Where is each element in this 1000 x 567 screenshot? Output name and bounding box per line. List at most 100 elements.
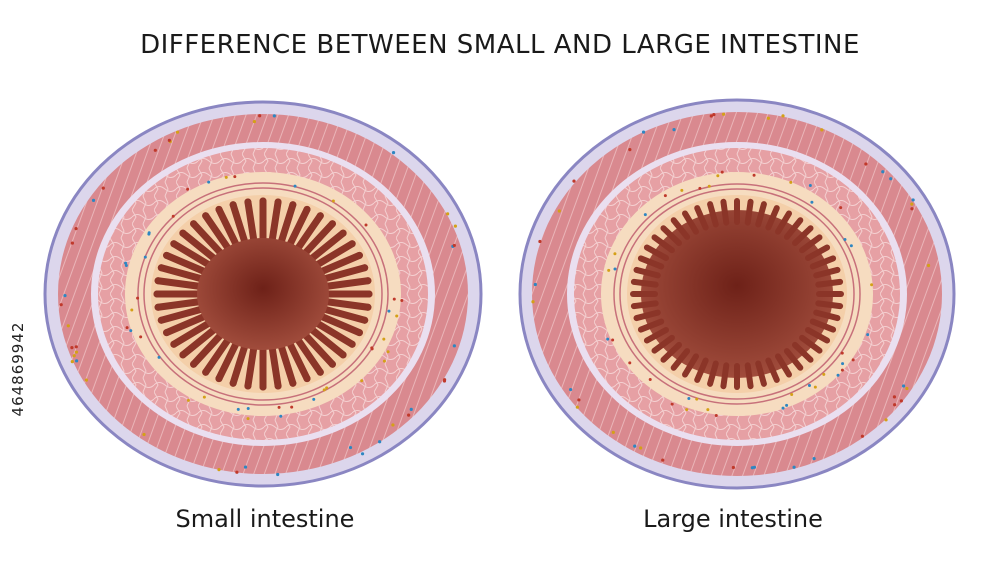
large-intestine-crypts [630, 198, 844, 390]
cell-dot [781, 114, 785, 118]
cell-dot [91, 198, 96, 202]
crypt [755, 360, 767, 387]
villus-tip [364, 303, 372, 311]
cell-dot [712, 113, 716, 117]
cell-dot [569, 387, 573, 392]
villus-tip [303, 205, 311, 213]
cell-dot [866, 333, 870, 337]
villus [276, 201, 297, 250]
cell-dot [312, 397, 316, 401]
villus-tip [202, 212, 210, 220]
cell-dot [840, 351, 844, 355]
cell-dot [246, 407, 250, 411]
cell-dot [348, 445, 353, 450]
cell-dot [905, 386, 909, 391]
cell-dot [277, 405, 281, 409]
cell-dot [721, 112, 726, 116]
mucosa-line-outer [137, 182, 389, 406]
cell-dot [147, 231, 151, 235]
stock-id-text: 464869942 [9, 321, 27, 417]
cell-dot [171, 214, 175, 218]
cell-dot [864, 162, 868, 166]
cell-dot [186, 398, 190, 402]
crypt [809, 318, 837, 333]
villus-tip [303, 375, 311, 383]
cell-dot [322, 388, 326, 392]
cell-dot [386, 350, 390, 354]
villus [163, 251, 212, 277]
crypt [651, 234, 675, 254]
cell-dot [613, 252, 617, 256]
villus [179, 229, 222, 265]
villus-tip [163, 329, 171, 337]
cell-dot [125, 326, 129, 330]
villus-tip [229, 201, 237, 209]
crypt [791, 341, 814, 363]
cell-dot [395, 314, 399, 318]
cell-dot [175, 130, 180, 134]
cell-dot [714, 414, 718, 418]
cell-dot [143, 255, 147, 259]
small-intestine-cross-section [43, 100, 483, 488]
large-intestine-label: Large intestine [643, 505, 823, 533]
crypt [775, 210, 792, 235]
cell-dot [785, 403, 789, 407]
cell-dot [843, 237, 847, 241]
villus [304, 229, 347, 265]
small-intestine-lumen [197, 238, 329, 350]
villus-tip [361, 264, 369, 272]
villus-tip [259, 197, 267, 205]
crypt [630, 278, 659, 288]
cell-dot [453, 224, 457, 228]
crypt [744, 362, 754, 390]
cell-dot [641, 130, 646, 134]
cell-dot [698, 186, 702, 190]
cell-dot [409, 407, 413, 411]
crypt [805, 327, 831, 344]
cell-dot [391, 151, 396, 155]
cell-dot [392, 297, 396, 301]
crypt [643, 327, 669, 344]
cell-dot [716, 174, 720, 178]
villus [309, 240, 356, 271]
cell-dot [217, 468, 221, 472]
cell-dot [276, 472, 280, 477]
crypt [630, 300, 659, 310]
cell-dot [807, 384, 811, 388]
villus [284, 335, 311, 383]
cell-dot [648, 378, 652, 382]
villus [314, 251, 363, 277]
cell-dot [813, 385, 817, 389]
crypt [694, 357, 709, 383]
cell-dot [670, 402, 674, 406]
cell-dot [766, 116, 770, 120]
cell-dot [136, 296, 140, 300]
cell-dot [893, 403, 897, 407]
cell-dot [331, 199, 335, 203]
cell-dot [752, 173, 756, 177]
cell-dot [442, 379, 447, 383]
cell-dot [607, 268, 611, 272]
cell-dot [258, 114, 262, 118]
cell-dot [661, 458, 665, 462]
villus-tip [179, 229, 187, 237]
villus [317, 264, 369, 284]
cell-dot [731, 465, 735, 470]
cell-dot [881, 170, 885, 174]
cell-dot [926, 263, 931, 268]
cell-dot [391, 423, 395, 427]
villus-tip [179, 351, 187, 359]
cell-dot [370, 347, 374, 351]
cell-dot [400, 298, 404, 302]
cell-dot [706, 408, 710, 412]
crypt [813, 266, 841, 279]
cell-dot [70, 346, 74, 350]
cell-dot [884, 418, 888, 422]
villus-tip [154, 277, 162, 285]
villus [298, 220, 336, 260]
villus [314, 311, 363, 337]
villus [190, 220, 228, 260]
cell-dot [822, 372, 826, 376]
crypt [791, 225, 814, 247]
